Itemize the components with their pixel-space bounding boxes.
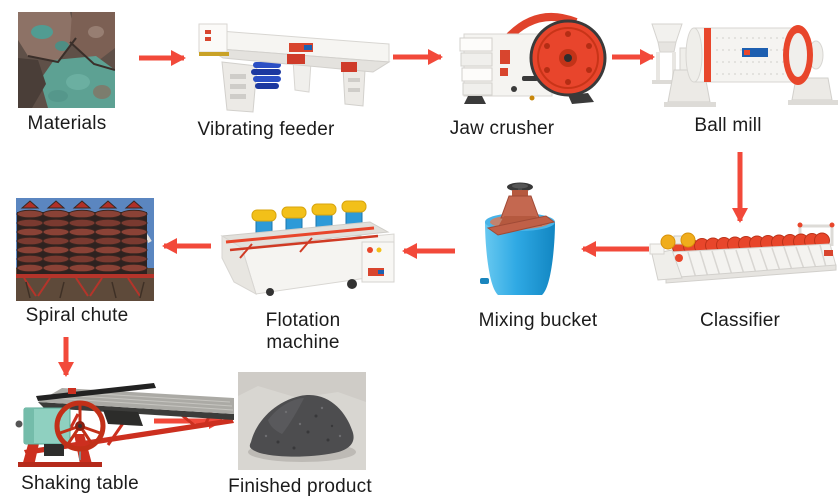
shaking-table-illustration <box>15 383 234 467</box>
label-vibrating-feeder: Vibrating feeder <box>197 119 335 140</box>
label-materials: Materials <box>27 113 107 134</box>
materials-photo <box>18 12 115 108</box>
label-shaking-table: Shaking table <box>21 473 139 494</box>
label-ball-mill: Ball mill <box>694 115 762 136</box>
flotation-machine-illustration <box>220 200 395 296</box>
jaw-crusher-illustration <box>459 12 607 104</box>
node-materials <box>18 12 115 108</box>
node-jaw-crusher <box>448 6 610 111</box>
label-jaw-crusher: Jaw crusher <box>449 118 555 139</box>
label-spiral-chute: Spiral chute <box>25 305 129 326</box>
label-finished-product: Finished product <box>228 476 372 497</box>
node-vibrating-feeder <box>196 16 394 116</box>
label-flotation-machine: Flotation machine <box>265 310 341 353</box>
node-ball-mill <box>646 8 838 116</box>
ball-mill-illustration <box>651 23 838 107</box>
label-classifier: Classifier <box>699 310 781 331</box>
node-spiral-chute <box>16 198 154 301</box>
classifier-illustration <box>649 222 837 284</box>
vibrating-feeder-illustration <box>198 23 391 113</box>
node-finished-product <box>238 372 366 470</box>
mixing-bucket-illustration <box>480 182 556 295</box>
node-flotation-machine <box>212 186 402 301</box>
finished-product-photo <box>238 372 366 470</box>
label-mixing-bucket: Mixing bucket <box>478 310 598 331</box>
node-shaking-table <box>8 368 236 472</box>
node-classifier <box>648 220 838 294</box>
node-mixing-bucket <box>476 182 564 306</box>
spiral-chute-photo <box>16 198 154 301</box>
